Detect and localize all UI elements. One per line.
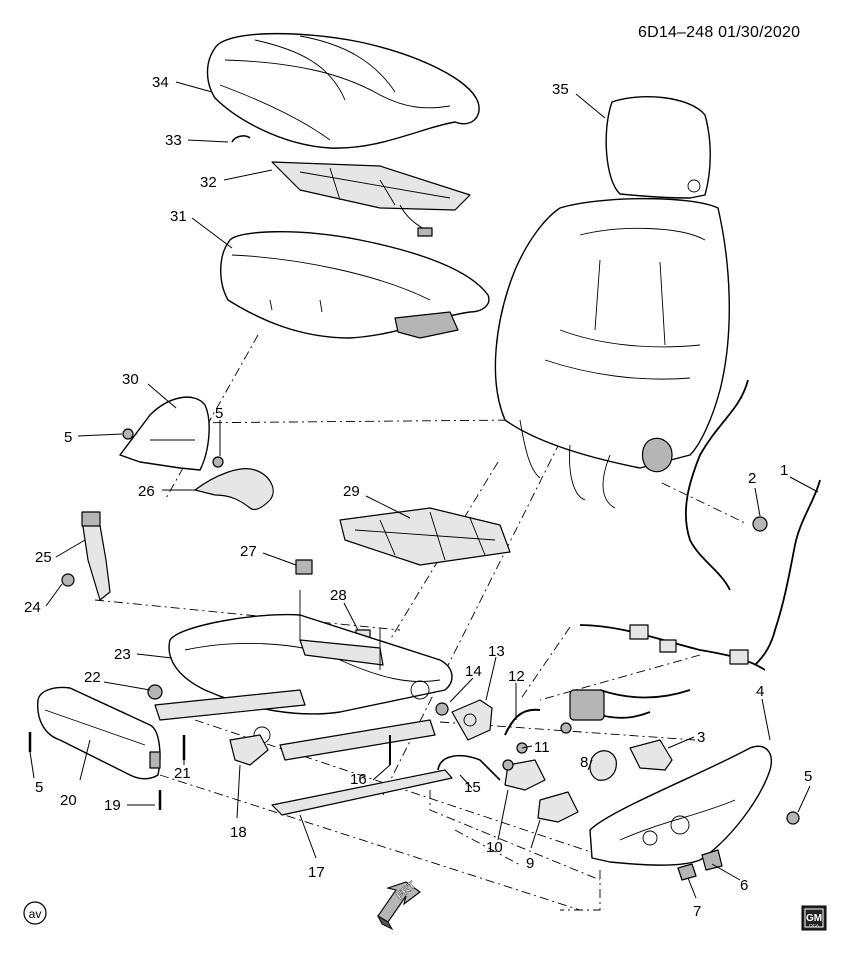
callout-labels: 34 33 32 31 35 30 5 5 26 29 2 1 25 27 24… xyxy=(24,74,812,920)
inner-shield xyxy=(119,396,210,471)
callout-16: 16 xyxy=(350,771,367,788)
callout-34: 34 xyxy=(152,74,169,91)
callout-30: 30 xyxy=(122,371,139,388)
callout-4: 4 xyxy=(756,683,764,700)
callout-11: 11 xyxy=(534,739,550,756)
bolt xyxy=(122,428,134,440)
recliner-actuator xyxy=(229,734,269,766)
front-direction-arrow: FRT xyxy=(376,879,421,931)
callout-29: 29 xyxy=(343,483,360,500)
harness-bracket xyxy=(437,754,501,781)
callout-13: 13 xyxy=(488,643,505,660)
seat-switch xyxy=(504,759,546,791)
callout-10: 10 xyxy=(486,839,503,856)
cap xyxy=(752,516,768,532)
adjuster-knob xyxy=(701,849,723,871)
seat-wire-harness xyxy=(754,479,821,666)
leader-lines xyxy=(29,81,819,899)
callout-1: 1 xyxy=(780,462,788,479)
callout-31: 31 xyxy=(170,208,187,225)
callout-25: 25 xyxy=(35,549,52,566)
callout-35: 35 xyxy=(552,81,569,98)
rail-cover xyxy=(271,769,453,816)
motor-cap xyxy=(435,702,449,716)
view-marker-label: av xyxy=(29,907,42,921)
callout-3: 3 xyxy=(697,729,705,746)
seat-belt-buckle xyxy=(61,511,111,601)
adjuster-knob xyxy=(677,863,697,881)
callout-5: 5 xyxy=(804,768,812,785)
callout-22: 22 xyxy=(84,669,101,686)
callout-5: 5 xyxy=(35,779,43,796)
gm-logo-text: GM xyxy=(806,913,822,924)
callout-23: 23 xyxy=(114,646,131,663)
seat-adjuster-frame xyxy=(154,590,453,761)
callout-18: 18 xyxy=(230,824,247,841)
callout-21: 21 xyxy=(174,765,191,782)
adjuster-motor xyxy=(451,699,493,741)
callout-24: 24 xyxy=(24,599,41,616)
callout-5: 5 xyxy=(64,429,72,446)
callout-26: 26 xyxy=(138,483,155,500)
seat-switch xyxy=(537,791,579,823)
callout-5: 5 xyxy=(215,405,223,422)
callout-6: 6 xyxy=(740,877,748,894)
callout-7: 7 xyxy=(693,903,701,920)
drive-cable xyxy=(504,708,541,736)
seat-cushion-cover xyxy=(206,32,480,149)
callout-8: 8 xyxy=(580,754,588,771)
seat-wiring-harness xyxy=(569,379,766,721)
callout-2: 2 xyxy=(748,470,756,487)
cushion-suspension-mat xyxy=(339,507,511,566)
connector xyxy=(295,559,313,575)
callout-14: 14 xyxy=(465,663,482,680)
outer-trim-panel xyxy=(37,686,161,780)
callout-33: 33 xyxy=(165,132,182,149)
callout-9: 9 xyxy=(526,855,534,872)
outer-side-panel xyxy=(589,745,772,866)
seat-back-assembly xyxy=(494,95,730,509)
nut xyxy=(502,759,514,771)
cushion-bracket xyxy=(194,468,274,511)
callout-28: 28 xyxy=(330,587,347,604)
gm-logo-subtext: OCA xyxy=(809,923,819,928)
lumbar-switch xyxy=(589,750,617,781)
callout-20: 20 xyxy=(60,792,77,809)
nut xyxy=(560,722,572,734)
gm-logo: GM OCA xyxy=(801,905,827,931)
bolt xyxy=(212,456,224,468)
knob xyxy=(147,684,163,700)
view-marker: av xyxy=(23,901,47,925)
callout-15: 15 xyxy=(464,779,481,796)
seat-heater-plate xyxy=(271,161,471,237)
screw xyxy=(786,811,800,825)
callout-19: 19 xyxy=(104,797,121,814)
switch-bracket xyxy=(629,739,673,771)
callout-12: 12 xyxy=(508,668,525,685)
clip-ring xyxy=(231,135,251,143)
seat-cushion-pad xyxy=(220,231,490,339)
callout-17: 17 xyxy=(308,864,325,881)
callout-27: 27 xyxy=(240,543,257,560)
callout-32: 32 xyxy=(200,174,217,191)
diagram-reference-number: 6D14–248 01/30/2020 xyxy=(638,24,801,41)
